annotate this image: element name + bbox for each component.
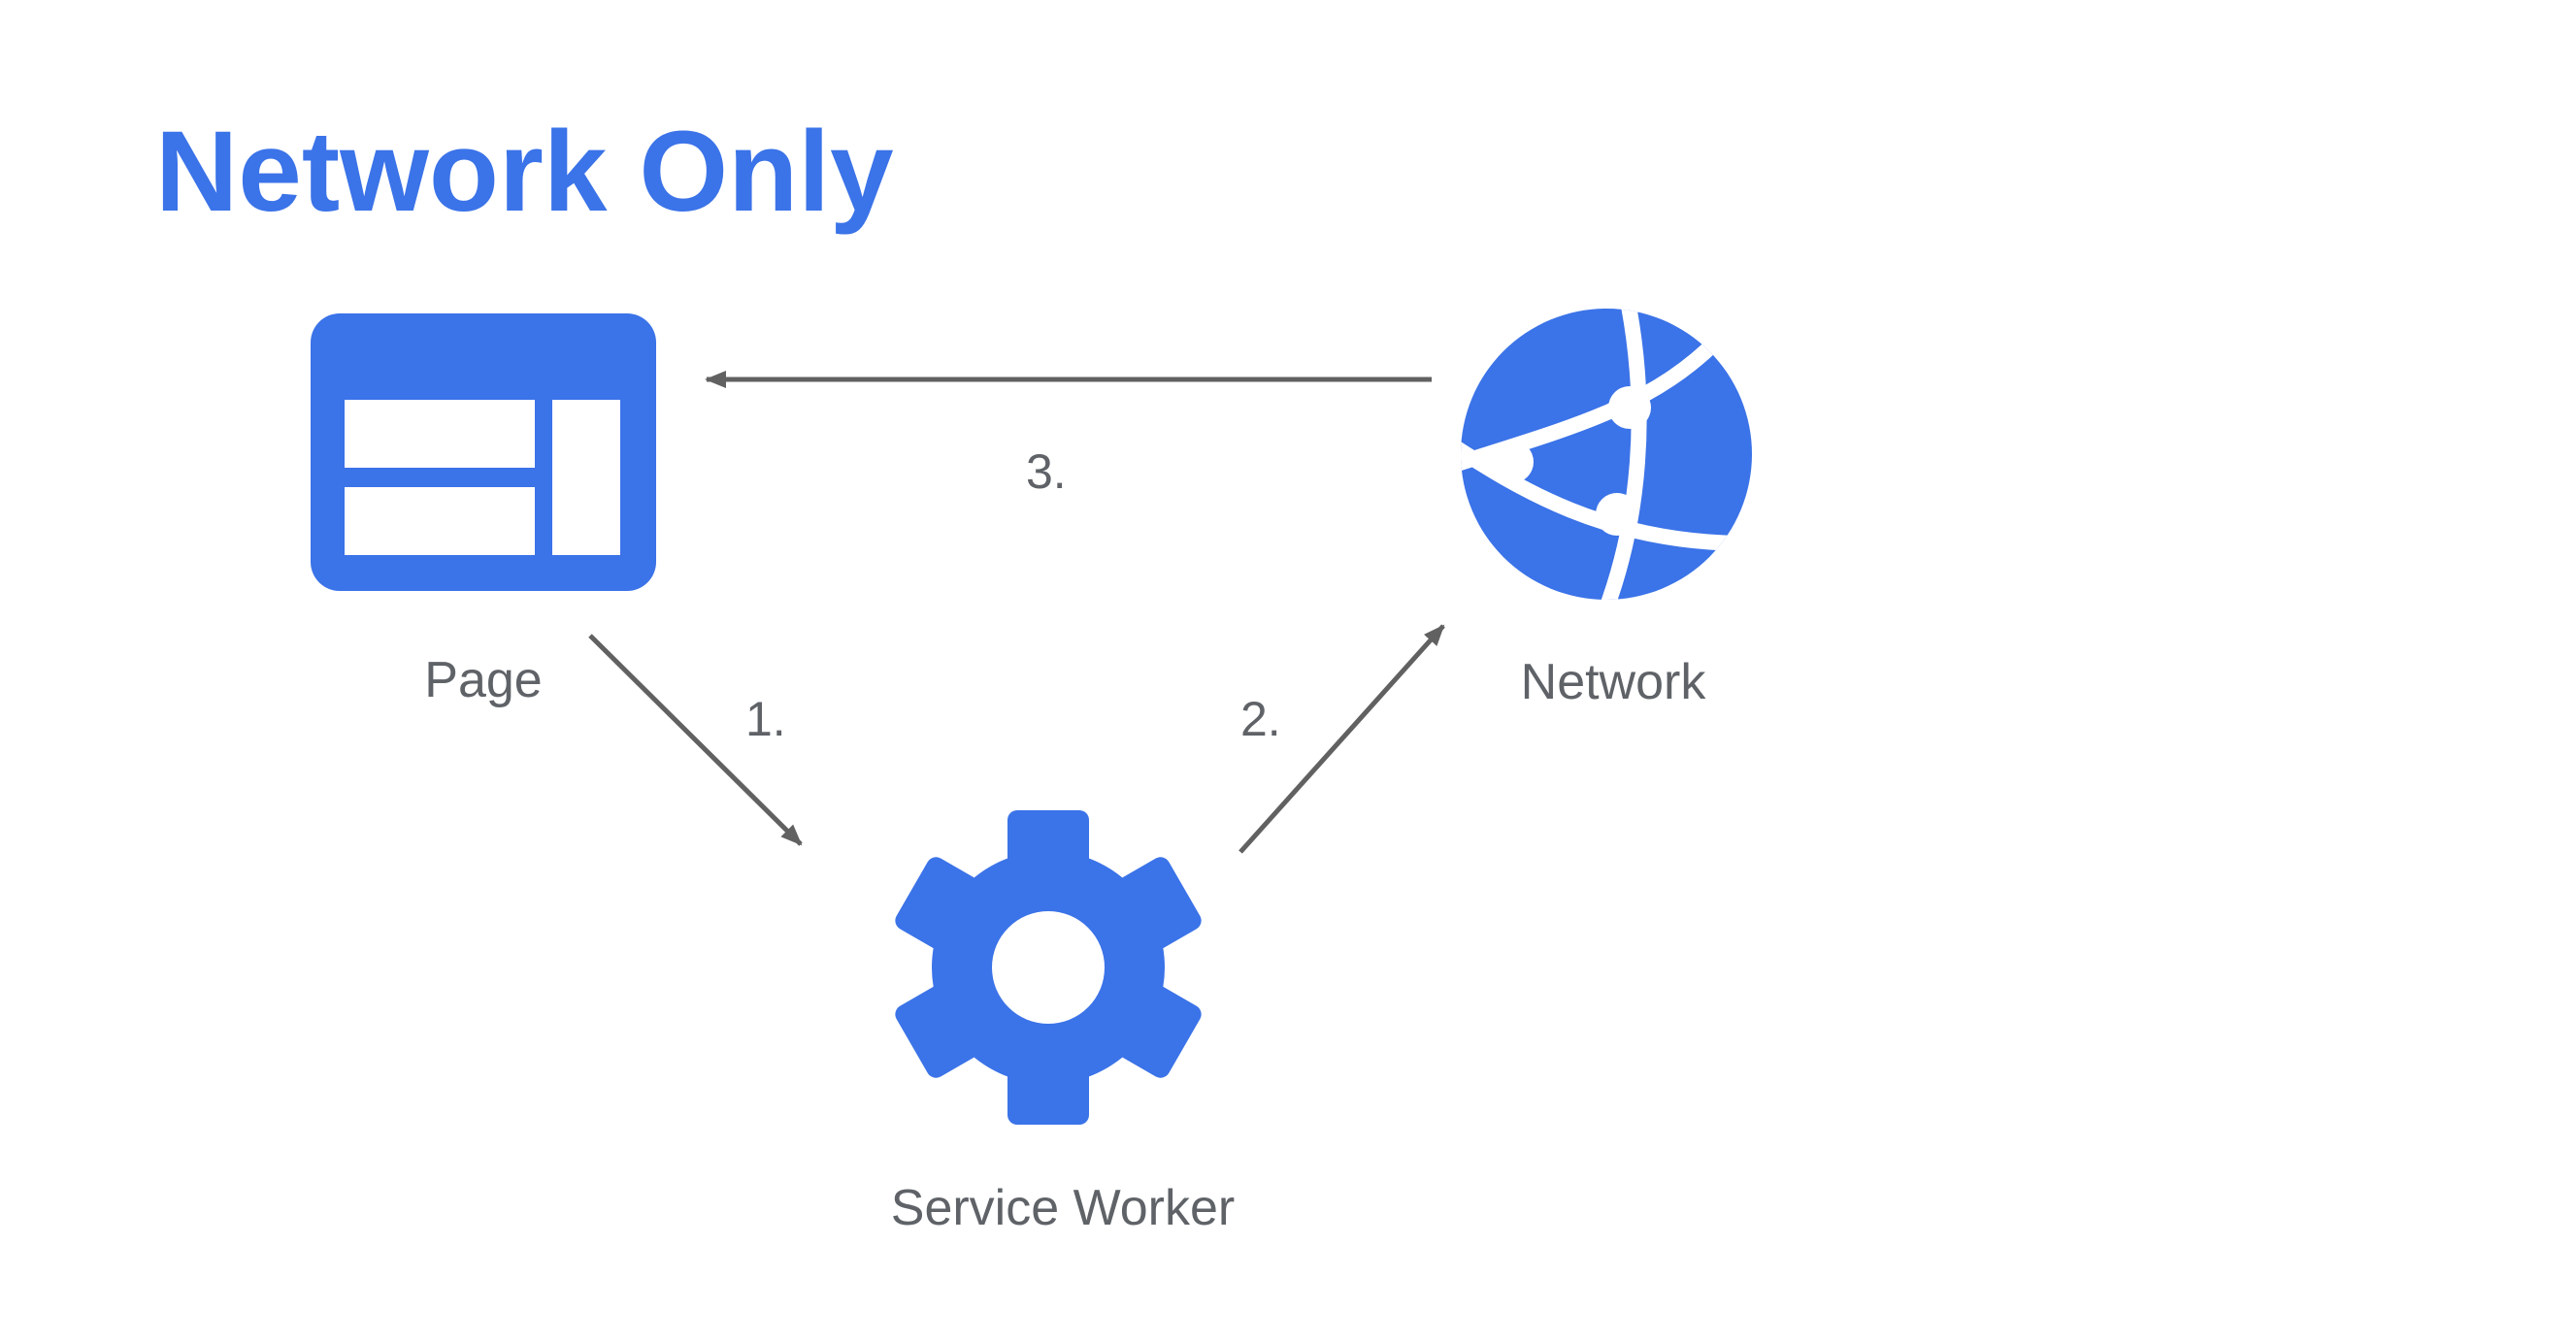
step-1-label: 1. <box>745 692 786 746</box>
slide-title: Network Only <box>155 108 894 236</box>
step-3-label: 3. <box>1026 444 1067 499</box>
step-2-label: 2. <box>1240 692 1281 746</box>
globe-network-icon <box>1461 309 1752 600</box>
browser-window-icon <box>311 313 656 591</box>
service-worker-label: Service Worker <box>891 1180 1235 1236</box>
network-label: Network <box>1521 654 1707 710</box>
gear-icon <box>895 810 1202 1125</box>
arrow-service-worker-to-network <box>1238 624 1445 854</box>
arrow-page-to-service-worker <box>588 634 803 846</box>
page-label: Page <box>424 652 542 708</box>
